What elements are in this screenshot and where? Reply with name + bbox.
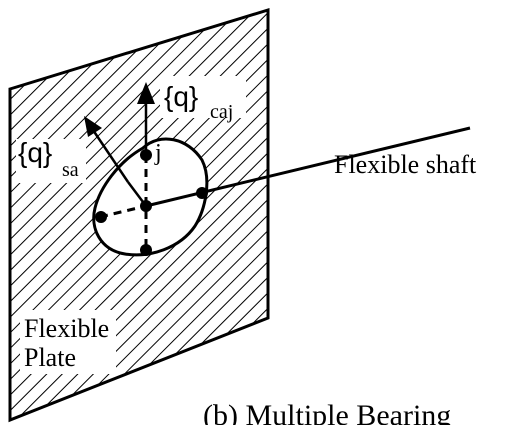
figure-caption: (b) Multiple Bearing xyxy=(203,399,451,425)
q-sa-label-bg xyxy=(16,139,86,183)
node-bottom xyxy=(140,244,152,256)
vector-q-sa-arrow xyxy=(84,116,130,183)
flexible-shaft-label: Flexible shaft xyxy=(334,150,477,179)
plate-label-line2: Plate xyxy=(24,343,76,372)
vector-q-caj-arrow xyxy=(137,82,155,155)
q-caj-label-bg xyxy=(160,76,246,118)
node-j xyxy=(140,149,152,161)
q-sa-label: {q} xyxy=(18,137,52,168)
q-sa-subscript: sa xyxy=(62,159,79,181)
plate-label-bg xyxy=(20,310,116,374)
node-j-label: j xyxy=(154,140,162,166)
node-right xyxy=(196,187,208,199)
q-caj-subscript: caj xyxy=(210,101,233,123)
q-caj-label: {q} xyxy=(164,81,198,112)
node-center xyxy=(140,200,152,212)
plate-label-line1: Flexible xyxy=(24,314,109,343)
dashed-horizontal-axis xyxy=(99,204,147,219)
bearing-region xyxy=(92,137,209,257)
node-left xyxy=(95,211,107,223)
